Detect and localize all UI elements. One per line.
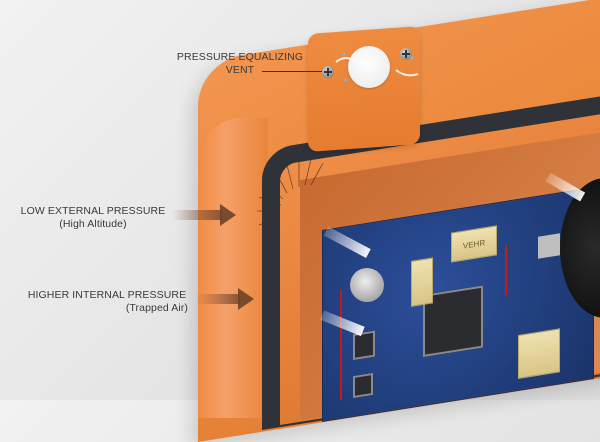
screw-icon-right: [400, 48, 412, 60]
internal-pressure-line2: (Trapped Air): [125, 302, 188, 314]
vent-label: PRESSURE EQUALIZING VENT: [170, 51, 310, 77]
internal-pressure-line1: HIGHER INTERNAL PRESSURE: [27, 289, 187, 301]
red-wire: [340, 290, 342, 400]
yellow-connector: [518, 328, 560, 379]
enclosure-front-edge: [198, 118, 268, 418]
vent-label-line1: PRESSURE EQUALIZING: [176, 51, 304, 63]
screw-icon-left: [322, 66, 334, 78]
external-pressure-line1: LOW EXTERNAL PRESSURE: [20, 205, 166, 217]
external-pressure-line2: (High Altitude): [59, 218, 127, 230]
internal-pressure-arrow: [196, 294, 240, 304]
external-pressure-arrow: [172, 210, 222, 220]
vent-label-line2: VENT: [225, 64, 255, 76]
diagram-scene: VEHR PRESSURE EQUALIZING VENT LOW: [18, 0, 600, 442]
vent-leader-line: [262, 71, 322, 72]
usb-port: [538, 233, 560, 259]
airflow-icon: [335, 52, 419, 82]
small-ic-chip: [353, 330, 375, 361]
external-pressure-label: LOW EXTERNAL PRESSURE (High Altitude): [18, 205, 168, 231]
yellow-capacitor: [411, 257, 433, 307]
vent-membrane: [348, 46, 390, 88]
internal-arrow-head-icon: [238, 288, 254, 310]
red-wire-2: [505, 245, 507, 295]
relay-component: VEHR: [451, 225, 497, 263]
pressure-stress-lines-icon: [257, 158, 324, 226]
relay-marking: VEHR: [462, 237, 486, 251]
small-ic-chip-2: [353, 372, 373, 399]
electrolytic-capacitor: [350, 268, 384, 302]
internal-pressure-label: HIGHER INTERNAL PRESSURE (Trapped Air): [22, 289, 192, 315]
external-arrow-head-icon: [220, 204, 236, 226]
